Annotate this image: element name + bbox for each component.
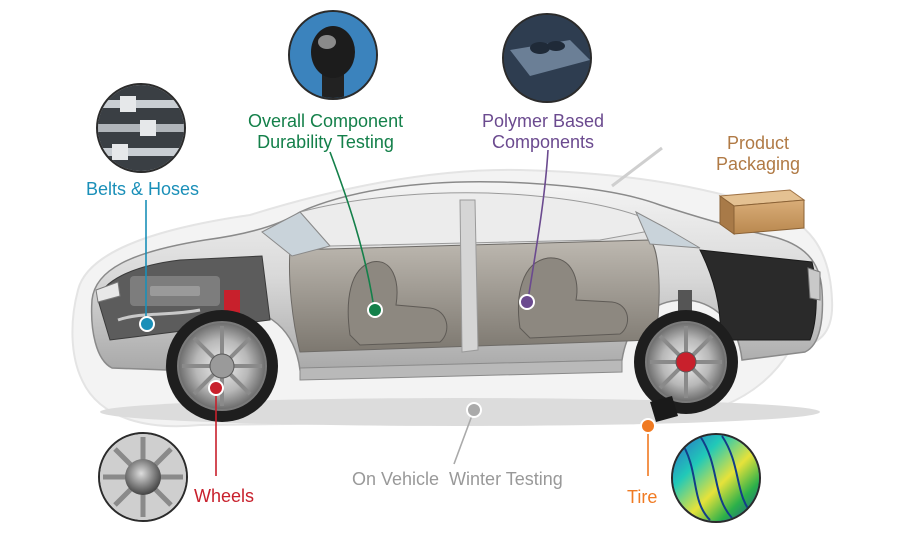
label-packaging: Product Packaging <box>716 133 800 175</box>
leader-durability <box>329 151 375 309</box>
label-wheels-text: Wheels <box>194 486 255 506</box>
label-durability: Overall Component Durability Testing <box>248 111 403 153</box>
cardboard-box-icon <box>718 189 806 235</box>
label-polymer-line2: Components <box>492 132 595 152</box>
car-cutaway-illustration <box>90 146 824 426</box>
tire-simulation-icon <box>671 433 761 523</box>
dot-wheels <box>208 380 224 396</box>
gear-shift-knob-icon <box>288 10 378 100</box>
label-packaging-line1: Product <box>727 133 790 153</box>
dot-tire <box>640 418 656 434</box>
label-belts-hoses: Belts & Hoses <box>86 179 199 200</box>
leader-polymer <box>527 149 549 301</box>
label-durability-line1: Overall Component <box>248 111 404 131</box>
label-tire: Tire <box>627 487 657 508</box>
label-wheels: Wheels <box>194 486 254 507</box>
rear-seat <box>517 257 628 339</box>
label-polymer-line1: Polymer Based <box>482 111 605 131</box>
front-wheel <box>166 310 278 422</box>
hubcap-icon <box>98 432 188 522</box>
console-armrest-icon <box>502 13 592 103</box>
label-packaging-line2: Packaging <box>716 154 801 174</box>
front-seat <box>347 261 448 346</box>
label-winter: On Vehicle Winter Testing <box>352 469 563 490</box>
label-tire-text: Tire <box>627 487 658 507</box>
label-belts-hoses-text: Belts & Hoses <box>86 179 200 199</box>
hose-fittings-icon <box>96 83 186 173</box>
label-polymer: Polymer Based Components <box>482 111 604 153</box>
dot-polymer <box>519 294 535 310</box>
label-durability-line2: Durability Testing <box>257 132 394 152</box>
dot-winter <box>466 402 482 418</box>
dot-belts-hoses <box>139 316 155 332</box>
leader-lines <box>145 149 649 476</box>
callout-dots <box>139 294 656 434</box>
label-winter-text: On Vehicle Winter Testing <box>352 469 563 489</box>
leader-winter <box>453 409 475 465</box>
dot-durability <box>367 302 383 318</box>
rear-wheel <box>634 310 738 414</box>
